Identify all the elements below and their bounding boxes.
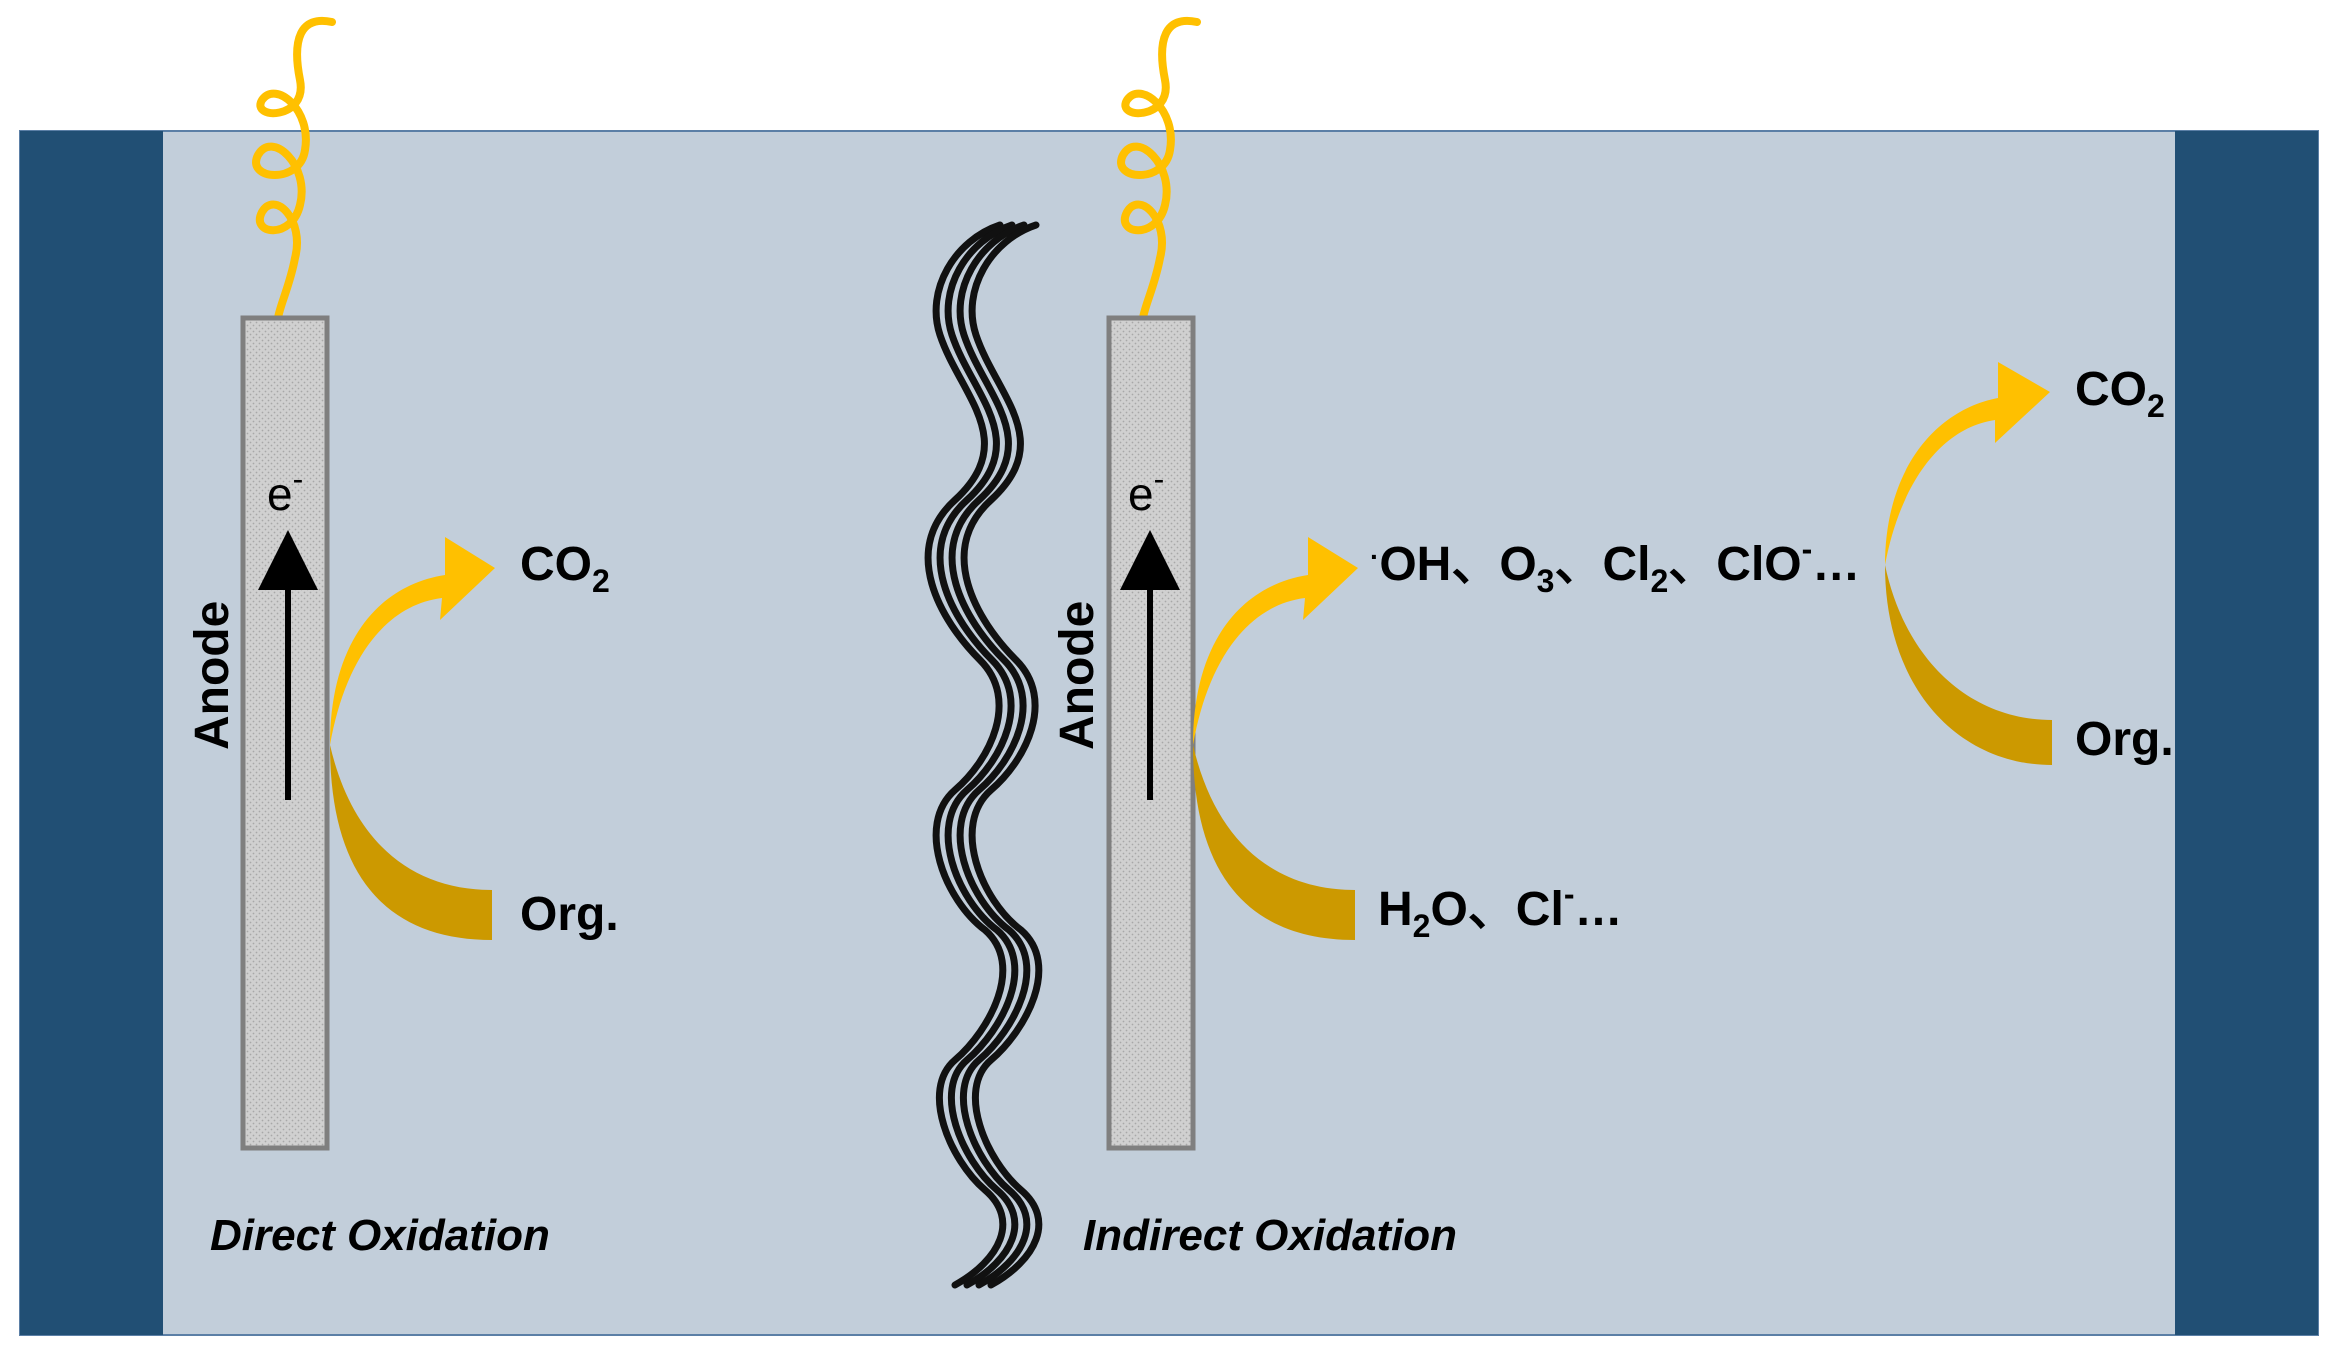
second-reaction-arrow-upper	[1885, 362, 2050, 565]
indirect-caption: Indirect Oxidation	[1083, 1211, 1457, 1260]
indirect-reaction-arrow-upper	[1193, 537, 1358, 745]
direct-product-co2: CO2	[520, 538, 610, 599]
right-cell-wall	[2175, 131, 2318, 1335]
second-product-co2: CO2	[2075, 363, 2165, 424]
coiled-wire-icon	[252, 16, 336, 322]
indirect-reaction-arrow-lower	[1193, 745, 1355, 940]
direct-anode-label: Anode	[186, 601, 239, 750]
direct-reaction-arrow-upper	[330, 537, 495, 745]
indirect-precursors: H2O、Cl-…	[1378, 876, 1622, 944]
direct-reactant-org: Org.	[520, 888, 619, 941]
left-cell-wall	[20, 131, 163, 1335]
indirect-electron-label: e-	[1128, 461, 1164, 520]
direct-caption: Direct Oxidation	[210, 1211, 550, 1260]
wavy-membrane-icon	[924, 221, 1043, 1289]
indirect-coiled-wire-icon	[1117, 16, 1201, 322]
second-reaction-arrow-lower	[1885, 565, 2052, 765]
second-reactant-org: Org.	[2075, 713, 2174, 766]
direct-electron-label: e-	[267, 461, 303, 520]
indirect-anode-label: Anode	[1051, 601, 1104, 750]
direct-reaction-arrow-lower	[330, 745, 492, 940]
indirect-oxidants: ·OH、O3、Cl2、ClO-…	[1370, 531, 1860, 599]
